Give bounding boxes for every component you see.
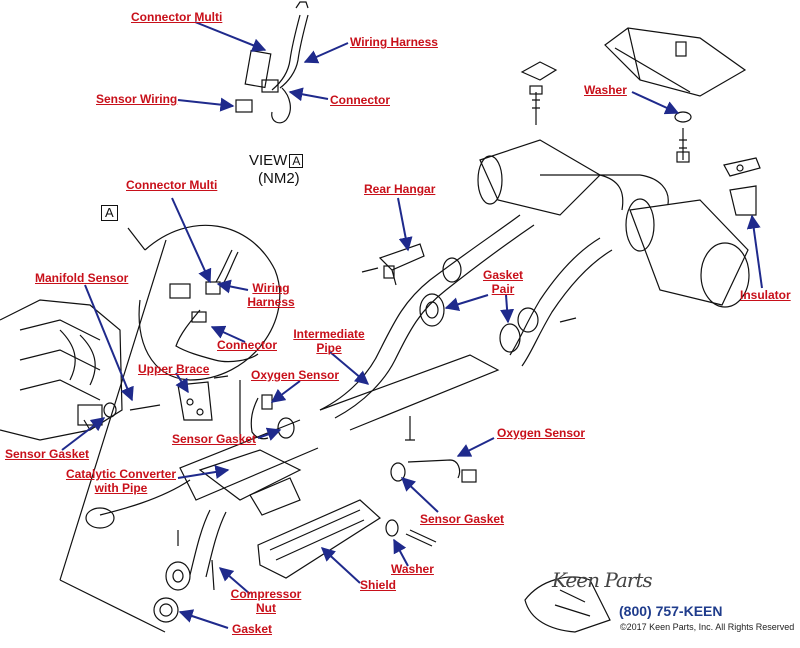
arrow-gasket-pair-1 [444, 294, 489, 311]
label-washer-bottom[interactable]: Washer [391, 562, 434, 576]
label-connector-view[interactable]: Connector [217, 338, 277, 352]
bottom-shield-art [257, 499, 381, 579]
view-callout-box: A [101, 205, 118, 221]
label-upper-brace[interactable]: Upper Brace [138, 362, 210, 376]
arrow-connector-top [288, 87, 329, 102]
arrow-manifold-sensor [84, 284, 134, 402]
bolts-art [177, 317, 577, 546]
label-gasket-pair-line1: Gasket [482, 268, 524, 282]
arrow-sensor-gasket-right [400, 477, 439, 513]
label-wiring-harness-view-line2: Harness [247, 295, 295, 309]
callout-arrows [61, 21, 763, 629]
label-wiring-harness-top[interactable]: Wiring Harness [350, 35, 438, 49]
label-compressor-nut[interactable]: Compressor Nut [228, 587, 304, 615]
label-sensor-gasket-right[interactable]: Sensor Gasket [420, 512, 505, 526]
insulator-art [723, 157, 761, 216]
label-shield[interactable]: Shield [360, 578, 397, 592]
rear-mufflers-art [477, 139, 750, 308]
brand-logo-art [524, 576, 611, 633]
label-sensor-gasket-mid[interactable]: Sensor Gasket [172, 432, 257, 446]
top-heat-shield-art [604, 27, 747, 97]
label-catalytic-converter-line2: with Pipe [94, 481, 148, 495]
arrow-intermediate-pipe [329, 351, 370, 385]
top-wiring-harness-art [235, 1, 309, 124]
arrow-connector-view [210, 325, 246, 343]
label-rear-hangar[interactable]: Rear Hangar [364, 182, 436, 196]
upper-brace-art [177, 381, 213, 421]
washer-stack-art [674, 111, 692, 163]
label-connector-top[interactable]: Connector [330, 93, 390, 107]
arrow-washer-top [631, 91, 680, 115]
arrow-rear-hangar [397, 197, 413, 252]
label-insulator[interactable]: Insulator [740, 288, 791, 302]
label-sensor-wiring[interactable]: Sensor Wiring [96, 92, 178, 106]
brand-logo: Keen Parts [552, 568, 653, 592]
arrow-shield [320, 547, 361, 584]
label-intermediate-pipe-line2: Pipe [316, 341, 342, 355]
arrow-upper-brace [175, 372, 189, 394]
brand-phone: (800) 757-KEEN [619, 603, 723, 619]
label-catalytic-converter-line1: Catalytic Converter [65, 467, 177, 481]
arrow-catalytic-converter [177, 465, 230, 479]
arrow-connector-multi-view [171, 197, 212, 284]
label-gasket-bottom[interactable]: Gasket [232, 622, 273, 636]
arrow-connector-multi-top [194, 21, 267, 52]
rear-hangar-art [361, 243, 425, 286]
label-wiring-harness-view-line1: Wiring [252, 281, 290, 295]
exhaust-tubing-art [99, 214, 613, 578]
hanger-bolt-art [520, 61, 558, 125]
arrow-sensor-gasket-mid [257, 427, 282, 441]
oxygen-sensor-right-art [390, 459, 477, 483]
engine-block-art [0, 299, 123, 441]
view-letter-box: A [289, 154, 304, 168]
label-intermediate-pipe-line1: Intermediate [293, 327, 365, 341]
label-connector-multi-view[interactable]: Connector Multi [126, 178, 218, 192]
arrow-oxygen-sensor-right [456, 437, 495, 457]
view-word: VIEW [249, 152, 288, 169]
label-wiring-harness-view[interactable]: Wiring Harness [247, 281, 295, 309]
bottom-flange-gasket-art [59, 507, 215, 633]
label-compressor-nut-line2: Nut [256, 601, 276, 615]
brand-copyright: ©2017 Keen Parts, Inc. All Rights Reserv… [620, 622, 795, 632]
label-gasket-pair-line2: Pair [491, 282, 515, 296]
label-manifold-sensor[interactable]: Manifold Sensor [35, 271, 129, 285]
bottom-washer-bolt-art [385, 519, 437, 547]
view-code: (NM2) [258, 170, 300, 187]
label-compressor-nut-line1: Compressor [230, 587, 302, 601]
arrow-gasket-pair-2 [500, 294, 515, 324]
label-catalytic-converter[interactable]: Catalytic Converter with Pipe [65, 467, 177, 495]
label-gasket-pair[interactable]: Gasket Pair [480, 268, 526, 296]
label-oxygen-sensor-mid[interactable]: Oxygen Sensor [251, 368, 340, 382]
label-oxygen-sensor-right[interactable]: Oxygen Sensor [497, 426, 586, 440]
arrow-oxygen-sensor-mid [270, 380, 301, 403]
arrow-sensor-wiring [177, 97, 235, 112]
arrow-insulator [746, 214, 763, 289]
label-sensor-gasket-left[interactable]: Sensor Gasket [5, 447, 90, 461]
arrow-gasket-bottom [178, 609, 229, 629]
gasket-flanges-art [419, 257, 539, 353]
arrow-wiring-harness-top [303, 42, 349, 64]
label-connector-multi-top[interactable]: Connector Multi [131, 10, 223, 24]
view-a-detail-art [59, 224, 281, 581]
line-art [0, 1, 761, 633]
arrow-wiring-harness-view [216, 279, 249, 294]
label-washer-top[interactable]: Washer [584, 83, 627, 97]
label-intermediate-pipe[interactable]: Intermediate Pipe [290, 327, 368, 355]
arrow-compressor-nut [218, 567, 251, 595]
arrow-sensor-gasket-left [61, 417, 106, 451]
arrow-washer-bottom [393, 538, 409, 567]
